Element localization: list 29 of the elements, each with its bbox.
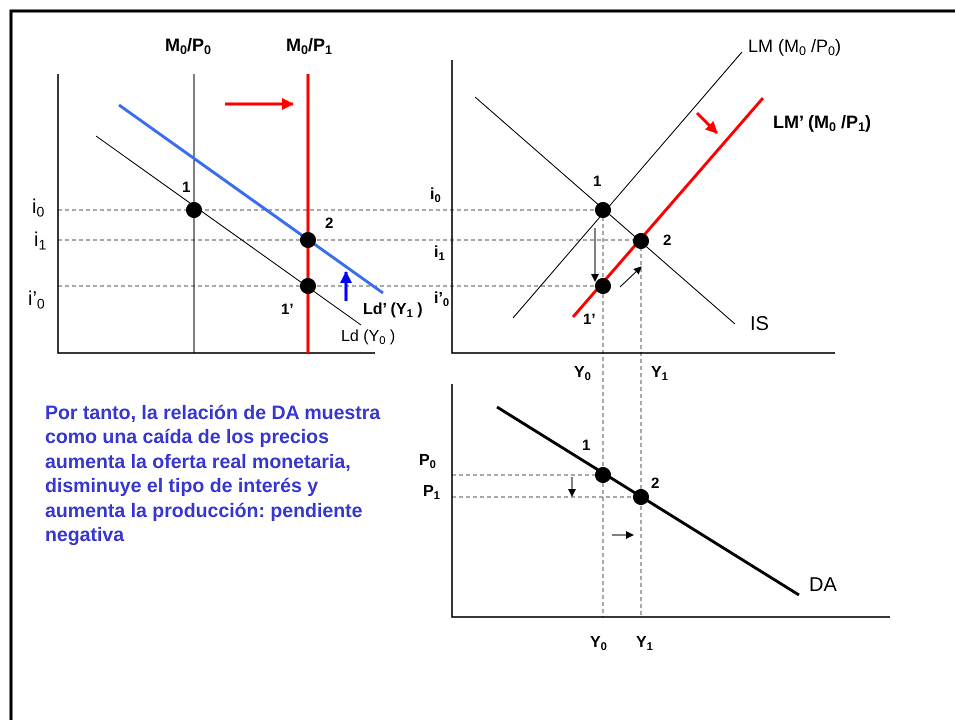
point-label: 1 [582, 438, 590, 454]
axis-label: M$_{0}$/P$_{1}$ [286, 36, 332, 56]
axis-label: Y$_{1}$ [651, 364, 668, 382]
point-label: 2 [663, 233, 672, 250]
point-label: 1’ [583, 312, 596, 328]
axis-label: Y$_{1}$ [636, 634, 653, 652]
curve-label: Ld (Y$_{0}$ ) [341, 328, 396, 346]
axis-label: Y$_{0}$ [590, 634, 607, 652]
point-label: 1 [593, 174, 602, 190]
curve-label: LM (M$_{0}$ /P$_{0}$) [748, 37, 842, 57]
curve-label: IS [750, 313, 769, 335]
curve-label: DA [809, 574, 837, 596]
axis-label: i$_{1}$ [34, 229, 46, 251]
axis-label: i’$_{0}$ [434, 290, 450, 308]
point-label: 2 [325, 216, 334, 232]
axis-label: M$_{0}$/P$_{0}$ [165, 36, 212, 56]
point-label: 1 [182, 180, 190, 196]
point-label: 2 [651, 476, 660, 492]
axis-label: i$_{0}$ [32, 196, 44, 218]
axis-label: P$_{0}$ [419, 452, 436, 470]
axis-label: i$_{0}$ [430, 186, 441, 204]
axis-label: Y$_{0}$ [574, 364, 591, 382]
axis-label: i’$_{0}$ [28, 288, 45, 310]
explanation-text: Por tanto, la relación de DA muestra como una caída de los precios aumenta la oferta real monetaria, disminuye el tipo de interés y aumenta la producción: pendiente negativa [45, 401, 382, 548]
axis-label: P$_{1}$ [423, 483, 440, 501]
point-label: 1’ [281, 302, 294, 318]
curve-label: LM’ (M$_{0}$ /P$_{1}$) [773, 113, 872, 133]
curve-label: Ld’ (Y$_{1}$ ) [363, 301, 423, 319]
axis-label: i$_{1}$ [434, 244, 445, 262]
